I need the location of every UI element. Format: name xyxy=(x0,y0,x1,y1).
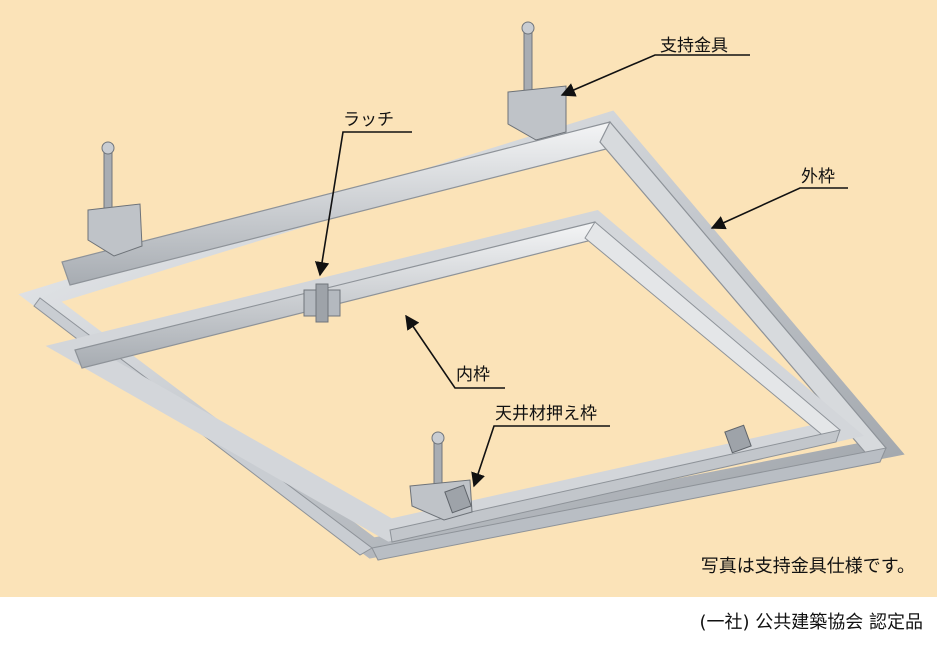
label-support-bracket: 支持金具 xyxy=(660,36,728,56)
ceiling-retainer-clips xyxy=(444,424,752,514)
label-ceiling-retainer-frame: 天井材押え枠 xyxy=(495,404,597,424)
photo-caption: 写真は支持金具仕様です。 xyxy=(700,556,915,577)
certification-note: (一社) 公共建築協会 認定品 xyxy=(699,612,924,633)
label-outer-frame: 外枠 xyxy=(801,167,835,187)
label-inner-frame: 内枠 xyxy=(456,365,490,385)
product-photo xyxy=(0,0,937,597)
latch xyxy=(303,283,341,323)
label-latch: ラッチ xyxy=(343,110,394,130)
support-bracket-left xyxy=(87,141,143,257)
leader-lines xyxy=(314,54,848,488)
support-bracket-right xyxy=(507,21,567,141)
